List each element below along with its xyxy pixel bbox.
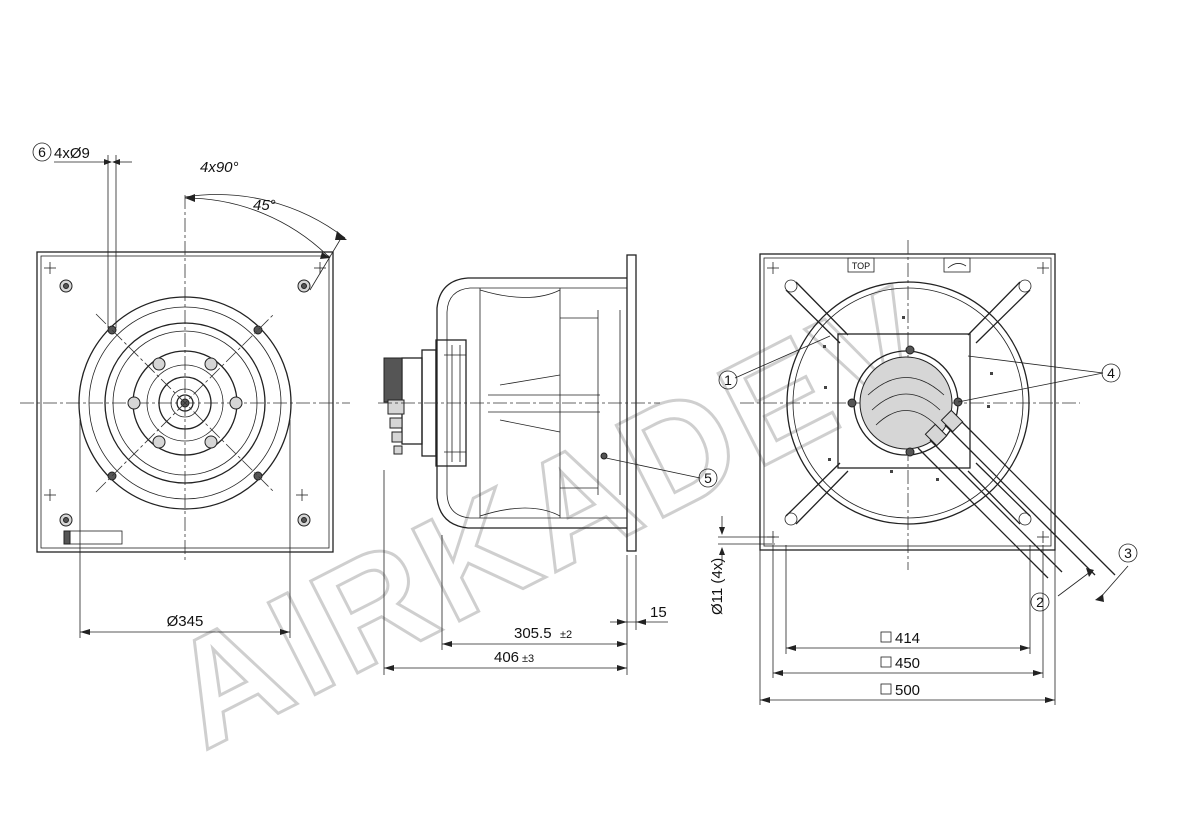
front-dimensions: 6 4xØ9 4x90° 45° Ø345	[32, 142, 347, 638]
dim-depth-406: 406	[494, 649, 519, 666]
rear-view: TOP 1 4	[718, 240, 1121, 579]
dim-angle-45: 45°	[253, 197, 276, 214]
dim-square-500: 500	[895, 682, 920, 699]
dim-diameter-345: Ø345	[167, 613, 204, 630]
svg-text:±3: ±3	[522, 653, 534, 665]
dim-angle-4x90: 4x90°	[200, 159, 239, 176]
rear-plate	[759, 253, 1056, 551]
rating-plate	[63, 530, 123, 545]
svg-text:3: 3	[1124, 545, 1132, 561]
rear-dimensions: Ø11 (4x) 2 3 414 450 500	[709, 516, 1138, 705]
svg-text:6: 6	[38, 144, 46, 160]
front-view	[20, 195, 350, 560]
svg-text:TOP: TOP	[852, 261, 870, 271]
callout-5	[698, 468, 718, 488]
callout-4	[1101, 363, 1121, 383]
dim-holes-4x9: 4xØ9	[54, 145, 90, 162]
dim-square-414: 414	[895, 630, 920, 647]
svg-text:5: 5	[704, 470, 712, 486]
callout-6	[32, 142, 52, 162]
svg-text:±2: ±2	[560, 629, 572, 641]
callout-2	[1030, 592, 1050, 612]
dim-depth-305: 305.5	[514, 625, 552, 642]
svg-text:1: 1	[724, 372, 732, 388]
dim-holes-11: Ø11 (4x)	[709, 558, 726, 615]
dim-square-450: 450	[895, 655, 920, 672]
side-view: 5	[378, 254, 718, 552]
callout-3	[1118, 543, 1138, 563]
dim-flange-15: 15	[650, 604, 667, 621]
watermark: AIRKADEV	[141, 251, 961, 781]
motor-fins	[383, 357, 403, 403]
rotation-badge	[943, 257, 971, 273]
svg-text:2: 2	[1036, 594, 1044, 610]
svg-text:AIRKADEV: AIRKADEV	[143, 252, 960, 779]
svg-text:4: 4	[1107, 365, 1115, 381]
top-badge	[847, 257, 875, 273]
callout-1	[718, 370, 738, 390]
side-dimensions: 305.5 ±2 15 406 ±3	[383, 470, 668, 675]
